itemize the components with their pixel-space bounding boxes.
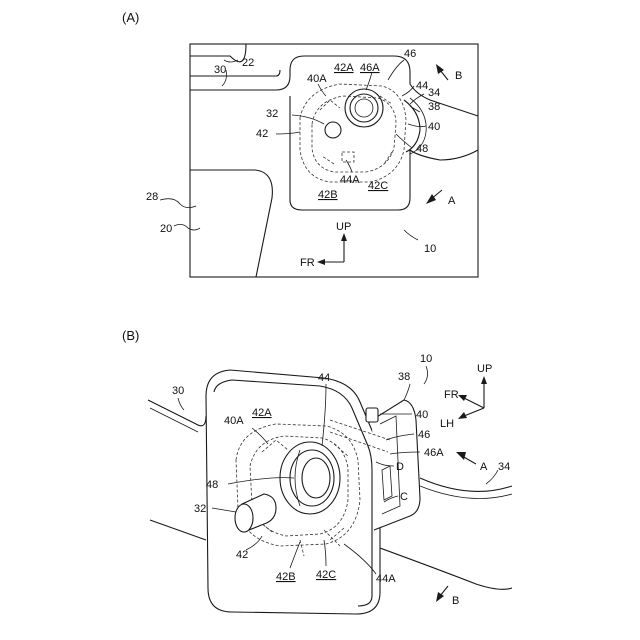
- axis-fr-b: [464, 398, 484, 408]
- leader-30-b: [178, 398, 184, 410]
- label-40-b: 40: [416, 409, 428, 421]
- label-46: 46: [404, 48, 416, 60]
- arrow-B-b-head: [436, 592, 444, 602]
- panel-30-flange: [150, 408, 198, 432]
- leader-46A: [366, 72, 372, 90]
- label-UP-b: UP: [477, 363, 492, 375]
- panel-34-top: [420, 478, 512, 491]
- label-40A: 40A: [307, 73, 327, 85]
- collar-46-inner: [350, 94, 378, 122]
- label-30-b: 30: [172, 385, 184, 397]
- leader-46: [388, 60, 404, 80]
- arrow-A-head: [426, 194, 436, 204]
- label-30: 30: [214, 64, 226, 76]
- label-FR-b: FR: [444, 389, 459, 401]
- axis-up-a-head: [341, 233, 347, 241]
- panel-28-edge: [190, 170, 272, 277]
- figure-b: (B): [122, 328, 512, 614]
- panel-34-bottom: [380, 548, 512, 589]
- label-44A: 44A: [340, 174, 360, 186]
- panel-30-bottom: [150, 520, 206, 540]
- label-32: 32: [266, 108, 278, 120]
- label-B-b: B: [452, 595, 459, 607]
- boss-32: [325, 122, 341, 138]
- collar-46: [345, 89, 383, 127]
- axis-up-b-head: [481, 376, 487, 384]
- label-46A: 46A: [360, 62, 380, 74]
- leader-10: [404, 230, 418, 240]
- leader-32: [292, 115, 324, 124]
- panel-22-notch: [190, 44, 246, 62]
- arrow-A-b-head: [456, 452, 466, 460]
- label-A-a: A: [448, 195, 456, 207]
- label-42: 42: [256, 128, 268, 140]
- label-A-b: A: [480, 461, 488, 473]
- arrow-B-head: [436, 64, 444, 74]
- axis-lh-b-head: [458, 412, 467, 419]
- figure-a: (A): [122, 10, 478, 277]
- label-46-b: 46: [418, 429, 430, 441]
- leader-34: [410, 94, 424, 104]
- label-40A-b: 40A: [224, 415, 244, 427]
- label-46A-b: 46A: [424, 447, 444, 459]
- leader-42: [276, 132, 300, 134]
- label-32-b: 32: [194, 503, 206, 515]
- label-D: D: [396, 461, 404, 473]
- label-38: 38: [428, 101, 440, 113]
- axis-fr-a-head: [317, 259, 325, 265]
- label-42A-b: 42A: [252, 407, 272, 419]
- label-48: 48: [416, 143, 428, 155]
- leader-40: [408, 124, 426, 127]
- label-42A: 42A: [334, 62, 354, 74]
- label-48-b: 48: [206, 479, 218, 491]
- leader-34-b: [486, 470, 498, 484]
- label-34: 34: [428, 87, 440, 99]
- label-20: 20: [160, 223, 172, 235]
- leader-10-b: [424, 366, 428, 384]
- label-42-b: 42: [236, 549, 248, 561]
- dashed-tab-44A: [342, 152, 354, 162]
- label-40: 40: [428, 121, 440, 133]
- label-42B: 42B: [318, 189, 338, 201]
- leader-20: [174, 224, 200, 230]
- hole-48: [355, 99, 373, 117]
- label-UP-a: UP: [336, 221, 351, 233]
- figure-b-caption: (B): [122, 328, 139, 343]
- tab-40: [366, 408, 378, 422]
- axis-fr-b-head: [458, 395, 467, 401]
- leader-28: [160, 199, 196, 208]
- panel-34-flange: [420, 486, 512, 499]
- label-44A-b: 44A: [376, 573, 396, 585]
- label-44: 44: [416, 80, 428, 92]
- label-B-a: B: [455, 70, 462, 82]
- axis-lh-b: [464, 408, 484, 416]
- label-28: 28: [146, 191, 158, 203]
- leader-48: [396, 134, 412, 148]
- panel-30-inner-edge: [190, 70, 280, 76]
- label-44-b: 44: [318, 372, 330, 384]
- figure-a-caption: (A): [122, 10, 139, 25]
- label-34-b: 34: [498, 461, 510, 473]
- label-38-b: 38: [398, 371, 410, 383]
- dashed-lugs: [320, 96, 392, 164]
- label-10-b: 10: [420, 353, 432, 365]
- boss-32-face: [235, 504, 253, 532]
- label-42C-b: 42C: [316, 569, 336, 581]
- label-42C: 42C: [368, 180, 388, 192]
- leader-38-b: [404, 384, 410, 400]
- label-C: C: [400, 491, 408, 503]
- label-42B-b: 42B: [276, 571, 296, 583]
- label-22: 22: [242, 57, 254, 69]
- label-FR-a: FR: [300, 257, 315, 269]
- label-10-a: 10: [424, 243, 436, 255]
- label-LH-b: LH: [440, 418, 454, 430]
